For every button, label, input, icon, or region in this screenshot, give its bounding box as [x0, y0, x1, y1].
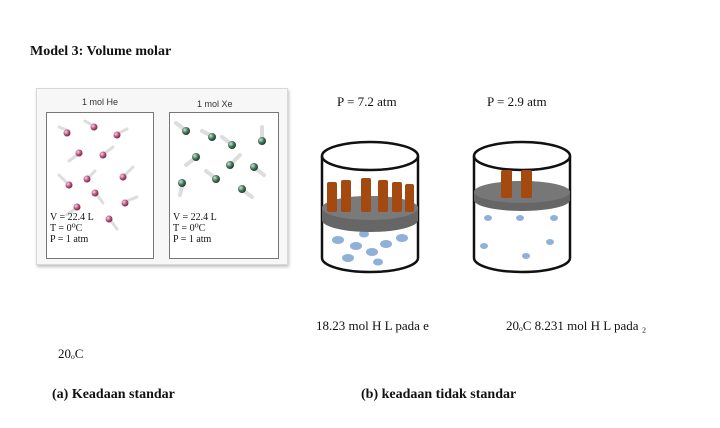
xe-container: V = 22.4 L T = 0⁰C P = 1 atm: [169, 112, 279, 259]
stray-temperature: 20ₒC: [58, 346, 84, 361]
cylinder-1-icon: [320, 140, 420, 274]
xe-particles-icon: [174, 121, 266, 199]
label-standard: (a) Keadaan standar: [52, 387, 175, 402]
xe-temperature: T = 0⁰C: [173, 223, 206, 234]
cyl1-pressure: P = 7.2 atm: [337, 94, 397, 109]
model-title: Model 3: Volume molar: [30, 44, 172, 59]
cyl2-pressure: P = 2.9 atm: [487, 94, 547, 109]
xe-volume: V = 22.4 L: [173, 212, 217, 223]
label-nonstandard: (b) keadaan tidak standar: [361, 387, 517, 402]
he-volume: V = 22.4 L: [50, 212, 94, 223]
xe-label: 1 mol Xe: [197, 99, 233, 109]
cyl1-caption: 18.23 mol H L pada e: [316, 318, 429, 333]
cyl2-caption: 20ₒC 8.231 mol H L pada ₂: [506, 318, 647, 333]
standard-state-panel: 1 mol He 1 mol Xe: [36, 88, 288, 265]
he-temperature: T = 0⁰C: [50, 223, 83, 234]
cylinder-2-icon: [472, 140, 572, 274]
he-container: V = 22.4 L T = 0⁰C P = 1 atm: [46, 112, 154, 259]
xe-pressure: P = 1 atm: [173, 234, 212, 245]
he-pressure: P = 1 atm: [50, 234, 89, 245]
he-label: 1 mol He: [82, 97, 119, 107]
he-particles-icon: [57, 119, 139, 231]
